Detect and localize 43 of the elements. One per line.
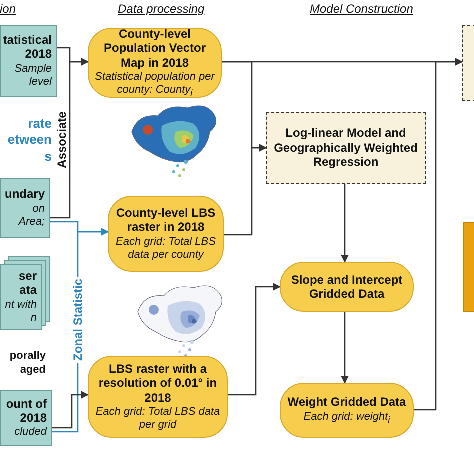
- node-title: Log-linear Model and Geographically Weighted Regression: [273, 126, 419, 170]
- arrow: [228, 283, 281, 396]
- node-note: Each grid: Total LBS data per grid: [94, 406, 222, 432]
- dashed-box: [462, 25, 474, 101]
- node-title: ount of 2018: [5, 396, 47, 426]
- output-box: [463, 222, 474, 312]
- arrow: [341, 312, 349, 384]
- node-title: ser ata: [18, 268, 37, 298]
- data-document: [0, 390, 52, 446]
- process-box: [88, 356, 228, 438]
- node-title: tatistical 2018: [3, 32, 52, 62]
- node-title: County-level Population Vector Map in 2018: [102, 29, 207, 70]
- column-header: Model Construction: [310, 2, 414, 17]
- edge-label: Zonal Statistic: [71, 277, 85, 363]
- node-note: cluded: [14, 426, 47, 440]
- edge-label: Associate: [55, 110, 69, 170]
- node-title: Slope and Intercept Gridded Data: [290, 272, 404, 302]
- node-title: undary: [4, 187, 45, 202]
- node-title: Weight Gridded Data: [288, 395, 406, 410]
- process-box: [88, 28, 222, 98]
- process-box: [108, 196, 224, 272]
- node-note: Each grid: Total LBS data per county: [115, 236, 217, 262]
- arrow: [52, 391, 89, 429]
- node-note: Each grid: weight$_{i}$: [304, 410, 390, 426]
- process-box: [280, 262, 414, 312]
- data-document: [0, 25, 57, 97]
- arrow: [50, 58, 89, 219]
- arrow: [341, 184, 349, 263]
- node-note: on Area;: [17, 202, 45, 229]
- note-text: porally aged: [8, 350, 46, 378]
- node-title: LBS raster with a resolution of 0.01° in 2018: [98, 362, 218, 405]
- dashed-box: [266, 112, 426, 184]
- data-document: [0, 178, 50, 238]
- note-text: rate etween s: [6, 116, 52, 165]
- node-title: County-level LBS raster in 2018: [115, 206, 217, 235]
- arrow: [414, 58, 463, 411]
- column-header: Data processing: [118, 2, 206, 17]
- column-header: ion: [0, 2, 18, 17]
- node-note: Statistical population per county: County$_{i}$: [94, 70, 216, 97]
- arrow: [224, 144, 267, 236]
- process-box: [280, 383, 414, 438]
- node-note: Sample level: [14, 62, 52, 90]
- node-note: nt with n: [5, 298, 37, 326]
